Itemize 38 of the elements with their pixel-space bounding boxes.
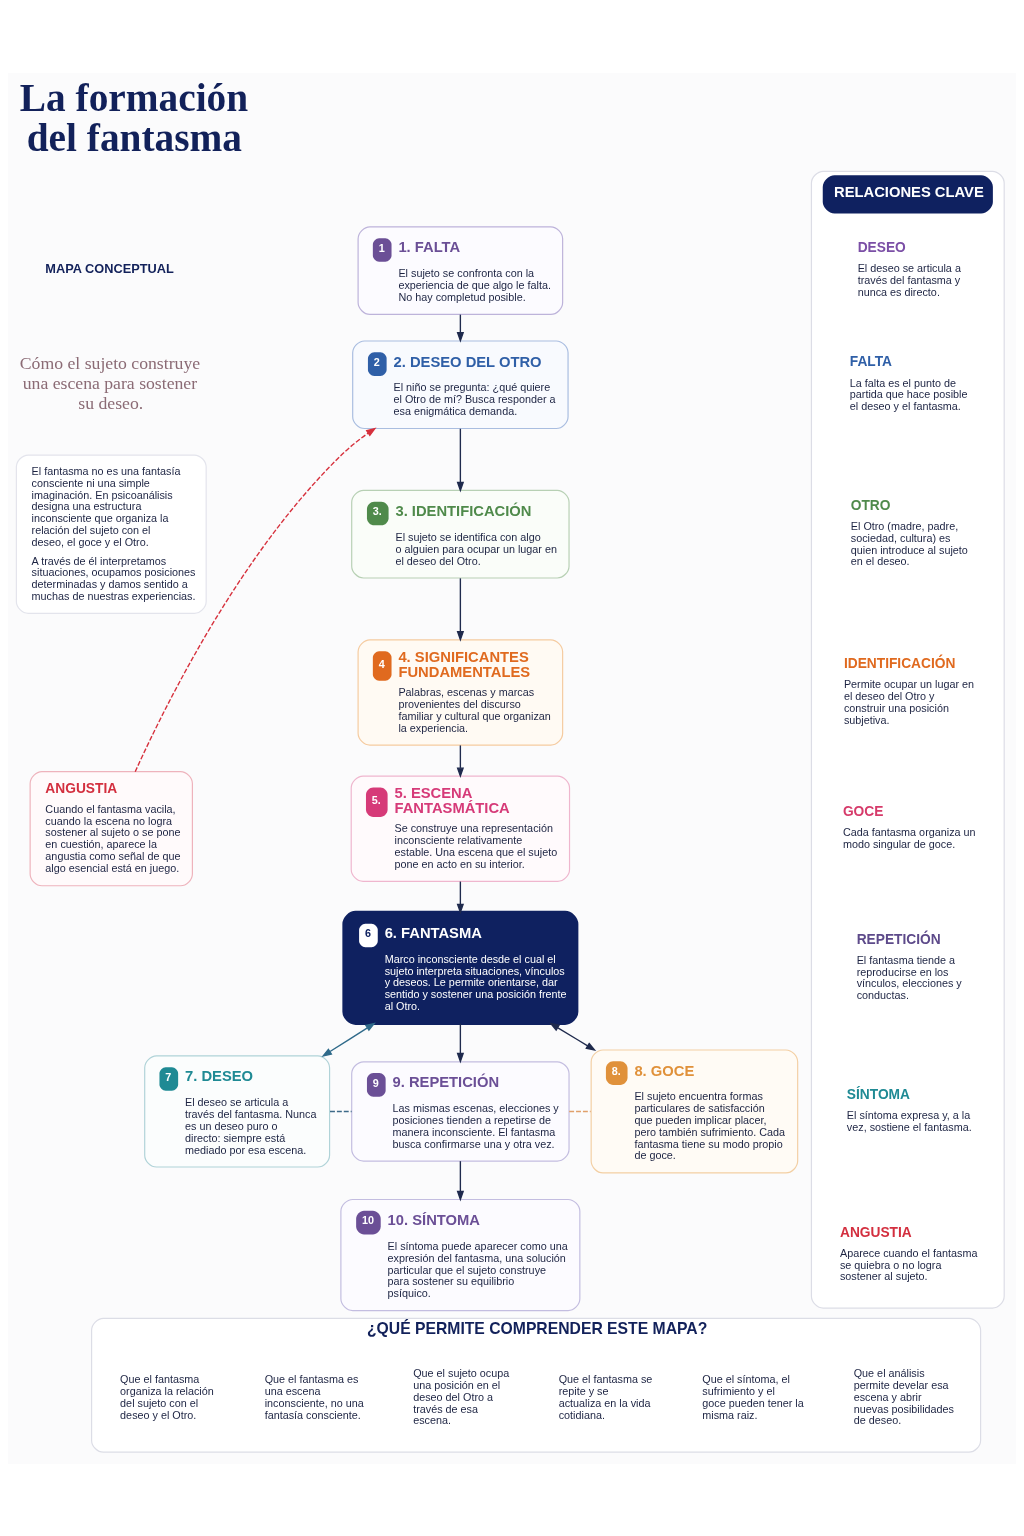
node-box: 3. 3. IDENTIFICACIÓN El sujeto se identifica con algo o alguien para ocupar un lugar en el deseo del Otro. — [351, 489, 570, 579]
arrow — [456, 744, 465, 778]
arrow — [456, 577, 465, 642]
node-box: 1 1. FALTA El sujeto se confronta con la experiencia de que algo le falta. No hay completud posible. — [357, 225, 564, 315]
node-text: Que el fantasma se repite y se actualiza en la vida cotidiana. — [558, 1372, 653, 1421]
node-text: DESEO El deseo se articula a través del fantasma y nunca es directo. — [857, 239, 961, 298]
node-box: El fantasma no es una fantasía consciente ni una simple imaginación. En psicoanálisis designa una estructura inconsciente que organiza la relación del sujeto con el deseo, el goce y el Otro. A través de él interpretamos situaciones, ocupamos posiciones determinadas y damos sentido a muchas de nuestras experiencias. — [15, 453, 207, 614]
arrow — [456, 427, 465, 492]
arrow — [456, 1160, 465, 1201]
label: Cómo el sujeto construye una escena para sostener su deseo. — [19, 352, 201, 413]
node-box: 7 7. DESEO El deseo se articula a través del fantasma. Nunca es un deseo puro o directo: siempre está mediado por esa escena. — [144, 1054, 331, 1168]
label: MAPA CONCEPTUAL — [45, 260, 174, 276]
node-box: 6 6. FANTASMA Marco inconsciente desde el cual el sujeto interpreta situaciones, vínculos y deseos. Le permite orientarse, dar sentido y sostener una posición frente al Otro. — [342, 910, 579, 1025]
node-text: GOCE Cada fantasma organiza un modo singular de goce. — [842, 803, 976, 850]
node-text: IDENTIFICACIÓN Permite ocupar un lugar en el deseo del Otro y construir una posición subjetiva. — [843, 655, 975, 726]
arrow — [456, 880, 465, 914]
diagram-title: La formación del fantasma — [19, 75, 249, 160]
node-text: SÍNTOMA El síntoma expresa y, a la vez, sostiene el fantasma. — [846, 1086, 972, 1133]
arrow — [321, 1022, 376, 1057]
node-box: 2 2. DESEO DEL OTRO El niño se pregunta: ¿qué quiere el Otro de mí? Busca responder a esa enigmática demanda. — [352, 339, 569, 429]
node-box: ANGUSTIA Cuando el fantasma vacila, cuando la escena no logra sostener al sujeto o se pone en cuestión, aparece la angustia como señal de que algo esencial está en juego. — [29, 770, 193, 886]
node-box: 8. 8. GOCE El sujeto encuentra formas particulares de satisfacción que pueden implicar placer, pero también sufrimiento. Cada fantasma tiene su modo propio de goce. — [590, 1048, 799, 1173]
node-text: Que el fantasma organiza la relación del sujeto con el deseo y el Otro. — [120, 1372, 214, 1421]
node-text: Que el síntoma, el sufrimiento y el goce pueden tener la misma raiz. — [702, 1372, 804, 1421]
node-text: FALTA La falta es el punto de partida que hace posible el deseo y el fantasma. — [849, 353, 968, 412]
node-text: Que el fantasma es una escena inconsciente, no una fantasía consciente. — [264, 1372, 364, 1421]
node-text: Que el sujeto ocupa una posición en el deseo del Otro a través de esa escena. — [413, 1366, 510, 1426]
arrow — [456, 1022, 465, 1063]
node-text: REPETICIÓN El fantasma tiende a reproducirse en los vínculos, elecciones y conductas. — [856, 930, 962, 1001]
arrow — [549, 1022, 597, 1051]
connector — [329, 1110, 353, 1112]
node-box: 10 10. SÍNTOMA El síntoma puede aparecer como una expresión del fantasma, una solución particular que el sujeto construye para sostener su equilibrio psíquico. — [340, 1198, 581, 1311]
connector — [568, 1110, 592, 1112]
node-text: ANGUSTIA Aparece cuando el fantasma se quiebra o no logra sostener al sujeto. — [839, 1224, 978, 1282]
arrow — [134, 426, 377, 772]
node-text: OTRO El Otro (madre, padre, sociedad, cultura) es quien introduce al sujeto en el deseo. — [850, 497, 968, 567]
node-box: 9 9. REPETICIÓN Las mismas escenas, elecciones y posiciones tienden a repetirse de manera inconsciente. El fantasma busca confirmarse una y otra vez. — [351, 1060, 570, 1162]
node-text: Que el análisis permite develar esa escena y abrir nuevas posibilidades de deseo. — [853, 1366, 954, 1426]
